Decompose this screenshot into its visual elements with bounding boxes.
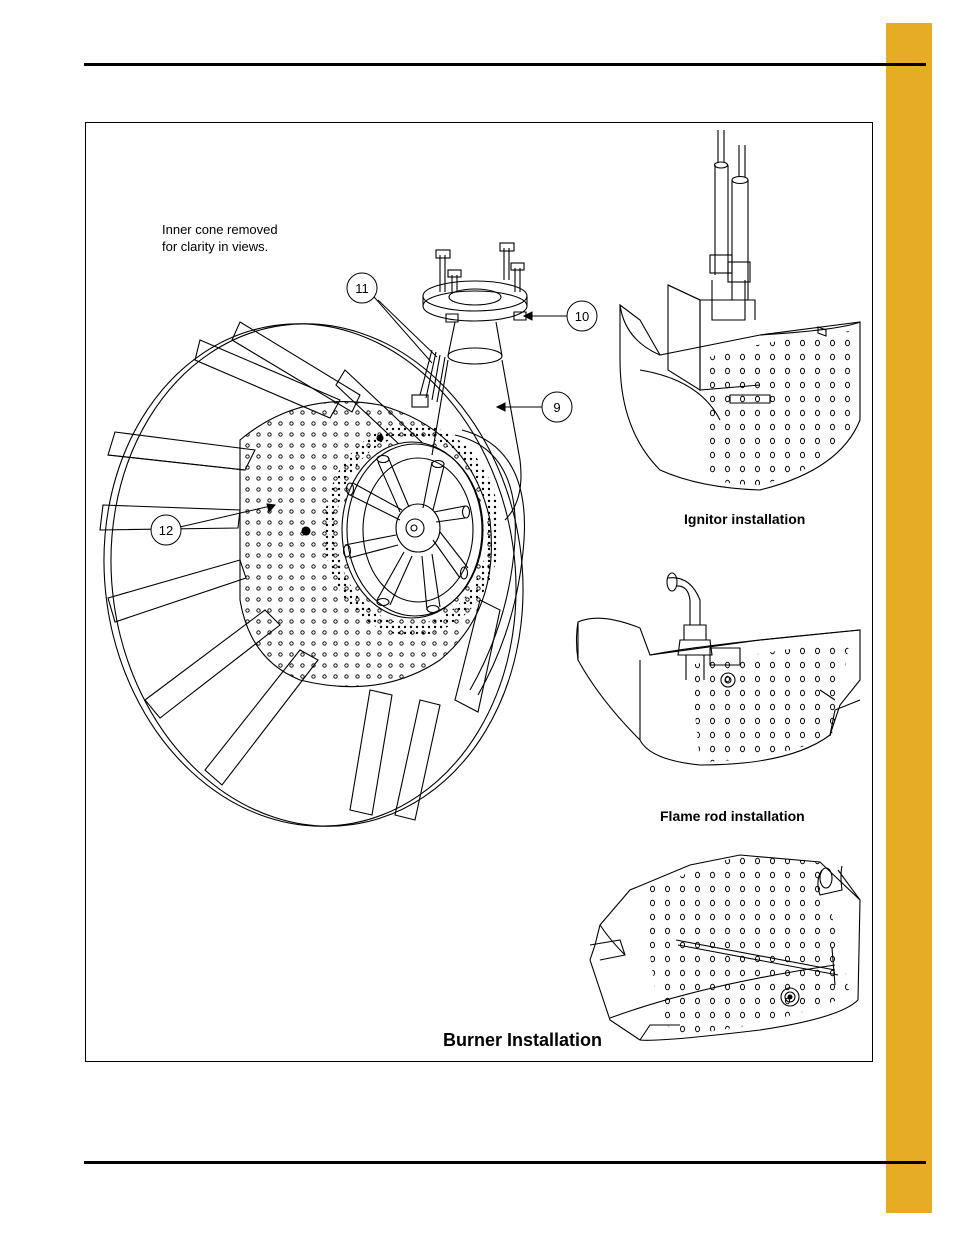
figure-title: Burner Installation xyxy=(443,1030,603,1050)
fan-assembly xyxy=(99,242,528,827)
flame-rod-caption: Flame rod installation xyxy=(660,808,805,824)
callout-9: 9 xyxy=(541,391,573,423)
svg-text:12: 12 xyxy=(159,523,173,538)
callout-12: 12 xyxy=(150,514,182,546)
figure-note: Inner cone removed for clarity in views. xyxy=(162,221,278,255)
ignitor-caption: Ignitor installation xyxy=(684,511,806,527)
svg-text:11: 11 xyxy=(355,281,369,296)
callout-11: 11 xyxy=(346,272,378,304)
section-side-tab xyxy=(886,23,932,1213)
flame-rod-detail xyxy=(575,572,861,766)
ignitor-detail xyxy=(619,130,861,491)
header-rule xyxy=(84,63,926,66)
svg-text:9: 9 xyxy=(553,400,560,415)
svg-text:10: 10 xyxy=(575,309,589,324)
footer-rule xyxy=(84,1161,926,1164)
burner-ring-detail xyxy=(589,854,861,1041)
figure-frame xyxy=(85,122,873,1062)
callout-10: 10 xyxy=(566,300,598,332)
callout-leaders xyxy=(179,289,568,528)
figure-note-line-1: Inner cone removed xyxy=(162,222,278,237)
figure-note-line-2: for clarity in views. xyxy=(162,239,269,254)
